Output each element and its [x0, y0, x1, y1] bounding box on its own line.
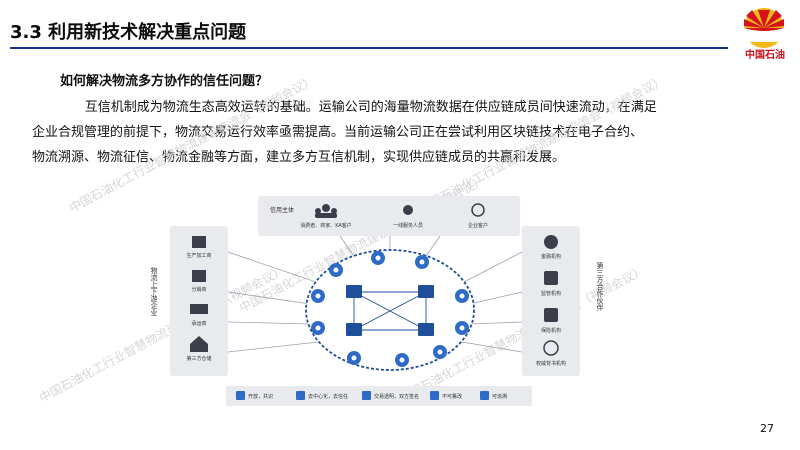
paragraph-line: 物流溯源、物流征信、物流金融等方面，建立多方互信机制，实现供应链成员的共赢和发展… [32, 150, 566, 165]
right-item-label: 监管机构 [541, 290, 561, 297]
left-item-label: 分销商 [191, 286, 206, 293]
blockchain-trust-diagram: 信用主体 消费者、商家、KA客户 一线服务人员 企业客户 生产加工商 分销商 承… [150, 196, 604, 406]
ledger-node-icons [346, 285, 434, 336]
factory-icon [192, 236, 206, 248]
courier-icon [403, 205, 413, 215]
right-item-label: 权威背书机构 [536, 360, 566, 367]
right-item-label: 金融机构 [541, 253, 561, 260]
page-title: 3.3 利用新技术解决重点问题 [10, 22, 247, 43]
paragraph-line: 企业合规管理的前提下，物流交易运行效率亟需提高。当前运输公司正在尝试利用区块链技… [32, 125, 644, 140]
truck-icon [190, 304, 208, 314]
feature-icons [236, 391, 489, 400]
blockchain-ring [305, 249, 475, 371]
top-panel-title: 信用主体 [270, 206, 294, 214]
logo-text: 中国石油 [745, 50, 785, 61]
top-item-label: 消费者、商家、KA客户 [300, 222, 352, 229]
regulator-icon [544, 271, 558, 285]
feature-label: 交易透明，双方签名 [374, 393, 419, 400]
petrochina-logo [742, 8, 786, 48]
section-question: 如何解决物流多方协作的信任问题？ [60, 74, 269, 89]
right-panel-title: 第三方合作伙伴 [596, 261, 604, 312]
distributor-icon [192, 270, 206, 282]
page-number: 27 [760, 422, 774, 435]
left-item-label: 承运商 [191, 320, 206, 327]
top-item-label: 一线服务人员 [393, 222, 423, 229]
right-item-label: 保险机构 [541, 327, 561, 334]
paragraph-line: 互信机制成为物流生态高效运转的基础。运输公司的海量物流数据在供应链成员间快速流动… [84, 100, 657, 115]
feature-label: 去中心化，去信任 [308, 393, 348, 400]
feature-label: 开放，共识 [248, 393, 273, 400]
right-panel [522, 226, 580, 376]
finance-icon [544, 235, 558, 249]
left-panel [170, 226, 228, 376]
enterprise-icon [471, 203, 485, 217]
left-item-label: 生产加工商 [186, 252, 211, 259]
warehouse-icon [190, 336, 208, 352]
top-item-label: 企业客户 [468, 222, 488, 229]
feature-label: 可追溯 [492, 393, 507, 400]
insurance-icon [544, 308, 558, 322]
authority-icon [543, 340, 559, 356]
left-panel-title: 物流上下游企业 [150, 266, 158, 316]
body-paragraph: 互信机制成为物流生态高效运转的基础。运输公司的海量物流数据在供应链成员间快速流动… [32, 95, 760, 170]
feature-label: 不可篡改 [442, 393, 462, 400]
title-divider [10, 47, 728, 49]
left-item-label: 第三方仓储 [186, 355, 211, 362]
